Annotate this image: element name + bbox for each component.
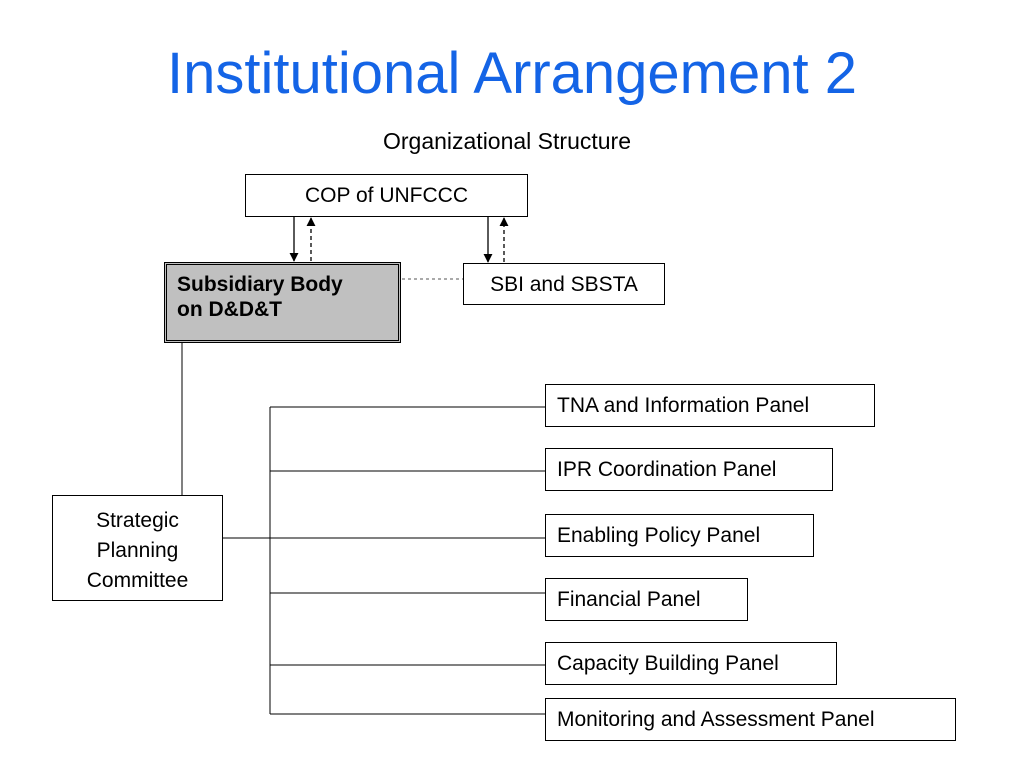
panel-capacity-building: Capacity Building Panel: [545, 642, 837, 685]
cop-label: COP of UNFCCC: [305, 184, 468, 207]
panel-monitoring-assessment: Monitoring and Assessment Panel: [545, 698, 956, 741]
panel-label: IPR Coordination Panel: [557, 458, 777, 481]
cop-box: COP of UNFCCC: [245, 174, 528, 217]
spc-label-line2: Planning: [96, 539, 179, 562]
panel-financial: Financial Panel: [545, 578, 748, 621]
panel-tna-information: TNA and Information Panel: [545, 384, 875, 427]
strategic-planning-committee-box: Strategic Planning Committee: [52, 495, 223, 601]
spc-label-line1: Strategic: [96, 509, 179, 532]
subsidiary-body-box: Subsidiary Body on D&D&T: [164, 262, 401, 343]
slide-title: Institutional Arrangement 2: [167, 41, 857, 106]
sbi-sbsta-box: SBI and SBSTA: [463, 263, 665, 305]
panel-label: Capacity Building Panel: [557, 652, 779, 675]
slide-subtitle: Organizational Structure: [382, 128, 631, 154]
subsidiary-label-line1: Subsidiary Body: [177, 273, 343, 296]
sbi-sbsta-label: SBI and SBSTA: [490, 273, 638, 296]
panel-enabling-policy: Enabling Policy Panel: [545, 514, 814, 557]
panel-label: Monitoring and Assessment Panel: [557, 708, 875, 731]
panel-label: TNA and Information Panel: [557, 394, 810, 417]
panel-label: Financial Panel: [557, 588, 701, 611]
subsidiary-label-line2: on D&D&T: [177, 298, 282, 321]
panel-label: Enabling Policy Panel: [557, 524, 761, 547]
panel-ipr-coordination: IPR Coordination Panel: [545, 448, 833, 491]
spc-label-line3: Committee: [86, 569, 189, 592]
